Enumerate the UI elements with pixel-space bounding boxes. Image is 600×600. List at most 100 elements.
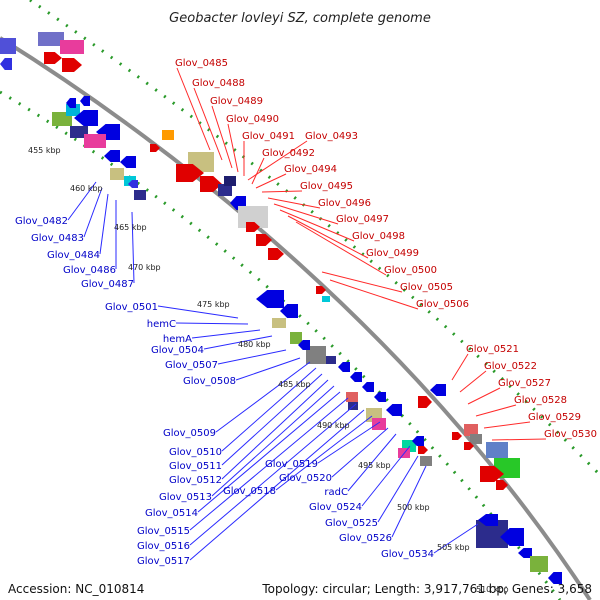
position-tick-label: 470 kbp xyxy=(128,263,161,272)
forward-leader-line xyxy=(255,173,287,189)
forward-leader-line xyxy=(491,438,547,441)
forward-leader-line xyxy=(227,123,239,173)
gene-block xyxy=(306,346,326,364)
reverse-leader-line xyxy=(215,361,311,433)
forward-gene-arrow xyxy=(418,396,432,408)
position-tick-label: 480 kbp xyxy=(238,340,271,349)
gene-block xyxy=(162,130,174,140)
forward-gene-label: Glov_0529 xyxy=(528,412,581,423)
reverse-gene-arrow xyxy=(280,304,298,318)
reverse-leader-line xyxy=(203,335,273,350)
gene-block xyxy=(218,184,232,196)
reverse-gene-label: Glov_0484 xyxy=(47,250,100,261)
label-leader-lines xyxy=(67,67,547,561)
position-tick-label: 490 kbp xyxy=(317,421,350,430)
forward-leader-line xyxy=(176,67,211,151)
reverse-gene-label: Glov_0510 xyxy=(169,447,222,458)
reverse-gene-label: Glov_0504 xyxy=(151,345,204,356)
reverse-gene-label: Glov_0517 xyxy=(137,556,190,567)
reverse-gene-arrow xyxy=(350,372,362,382)
map-title: Geobacter lovleyi SZ, complete genome xyxy=(169,11,431,26)
reverse-gene-arrow xyxy=(548,572,562,584)
forward-gene-arrow xyxy=(44,52,62,64)
reverse-gene-label: Glov_0501 xyxy=(105,302,158,313)
gene-block xyxy=(326,356,336,364)
reverse-gene-label: Glov_0515 xyxy=(137,526,190,537)
reverse-gene-label: Glov_0487 xyxy=(81,279,134,290)
reverse-gene-arrow xyxy=(0,58,12,70)
forward-gene-arrow xyxy=(418,446,428,454)
forward-gene-label: Glov_0506 xyxy=(416,299,469,310)
reverse-leader-line xyxy=(317,421,381,464)
reverse-gene-label: Glov_0511 xyxy=(169,461,222,472)
gene-labels: Glov_0485Glov_0488Glov_0489Glov_0490Glov… xyxy=(15,58,597,567)
reverse-gene-label: hemA xyxy=(163,334,192,345)
forward-gene-label: Glov_0490 xyxy=(226,114,279,125)
gene-block xyxy=(470,434,482,444)
forward-leader-line xyxy=(483,421,531,429)
gene-block xyxy=(420,456,432,466)
position-tick-label: 510 kbp xyxy=(476,585,509,594)
forward-gene-arrow xyxy=(316,286,326,294)
forward-gene-label: Glov_0527 xyxy=(498,378,551,389)
reverse-gene-arrow xyxy=(298,340,310,350)
forward-gene-arrow xyxy=(246,222,260,232)
position-tick-label: 485 kbp xyxy=(278,380,311,389)
reverse-leader-line xyxy=(189,397,349,531)
gene-block xyxy=(290,332,302,344)
reverse-gene-arrow xyxy=(74,110,98,126)
gene-block xyxy=(346,392,358,402)
forward-gene-arrow xyxy=(268,248,284,260)
forward-gene-label: Glov_0485 xyxy=(175,58,228,69)
reverse-gene-label: Glov_0525 xyxy=(325,518,378,529)
reverse-leader-line xyxy=(433,523,479,554)
reverse-leader-line xyxy=(197,391,341,513)
forward-gene-label: Glov_0492 xyxy=(262,148,315,159)
forward-gene-arrow xyxy=(150,144,160,152)
forward-gene-arrow xyxy=(62,58,82,72)
forward-gene-label: Glov_0495 xyxy=(300,181,353,192)
forward-gene-label: Glov_0497 xyxy=(336,214,389,225)
reverse-gene-label: Glov_0509 xyxy=(163,428,216,439)
reverse-leader-line xyxy=(391,465,427,538)
forward-gene-arrow xyxy=(496,480,508,490)
forward-gene-label: Glov_0500 xyxy=(384,265,437,276)
reverse-leader-line xyxy=(275,415,373,491)
forward-gene-label: Glov_0522 xyxy=(484,361,537,372)
reverse-gene-arrow xyxy=(500,528,524,546)
reverse-leader-line xyxy=(157,305,239,319)
gene-block xyxy=(70,126,88,138)
forward-leader-line xyxy=(193,87,223,161)
reverse-gene-label: Glov_0486 xyxy=(63,265,116,276)
position-tick-label: 465 kbp xyxy=(114,223,147,232)
reverse-gene-arrow xyxy=(518,548,532,558)
reverse-leader-line xyxy=(211,385,335,497)
forward-leader-line xyxy=(251,157,265,185)
reverse-gene-label: Glov_0507 xyxy=(165,360,218,371)
reverse-gene-label: Glov_0482 xyxy=(15,216,68,227)
reverse-gene-arrow xyxy=(478,514,498,526)
reverse-leader-line xyxy=(221,373,323,466)
gene-block xyxy=(134,190,146,200)
position-tick-label: 495 kbp xyxy=(358,461,391,470)
reverse-gene-label: Glov_0524 xyxy=(309,502,362,513)
reverse-leader-line xyxy=(377,455,419,523)
reverse-leader-line xyxy=(221,367,317,452)
forward-leader-line xyxy=(273,203,339,225)
reverse-gene-label: Glov_0520 xyxy=(279,473,332,484)
reverse-gene-arrow xyxy=(338,362,350,372)
reverse-gene-arrow xyxy=(120,156,136,168)
reverse-gene-label: Glov_0512 xyxy=(169,475,222,486)
forward-leader-line xyxy=(459,370,487,393)
genome-summary-text: Topology: circular; Length: 3,917,761 bp… xyxy=(262,582,592,596)
reverse-leader-line xyxy=(361,445,411,507)
reverse-gene-label: Glov_0483 xyxy=(31,233,84,244)
reverse-gene-label: Glov_0518 xyxy=(223,486,276,497)
gene-block xyxy=(238,206,268,228)
forward-gene-label: Glov_0499 xyxy=(366,248,419,259)
reverse-gene-label: hemC xyxy=(147,319,176,330)
forward-gene-label: Glov_0498 xyxy=(352,231,405,242)
reverse-gene-label: Glov_0519 xyxy=(265,459,318,470)
reverse-gene-label: Glov_0516 xyxy=(137,541,190,552)
reverse-gene-arrow xyxy=(80,96,90,106)
